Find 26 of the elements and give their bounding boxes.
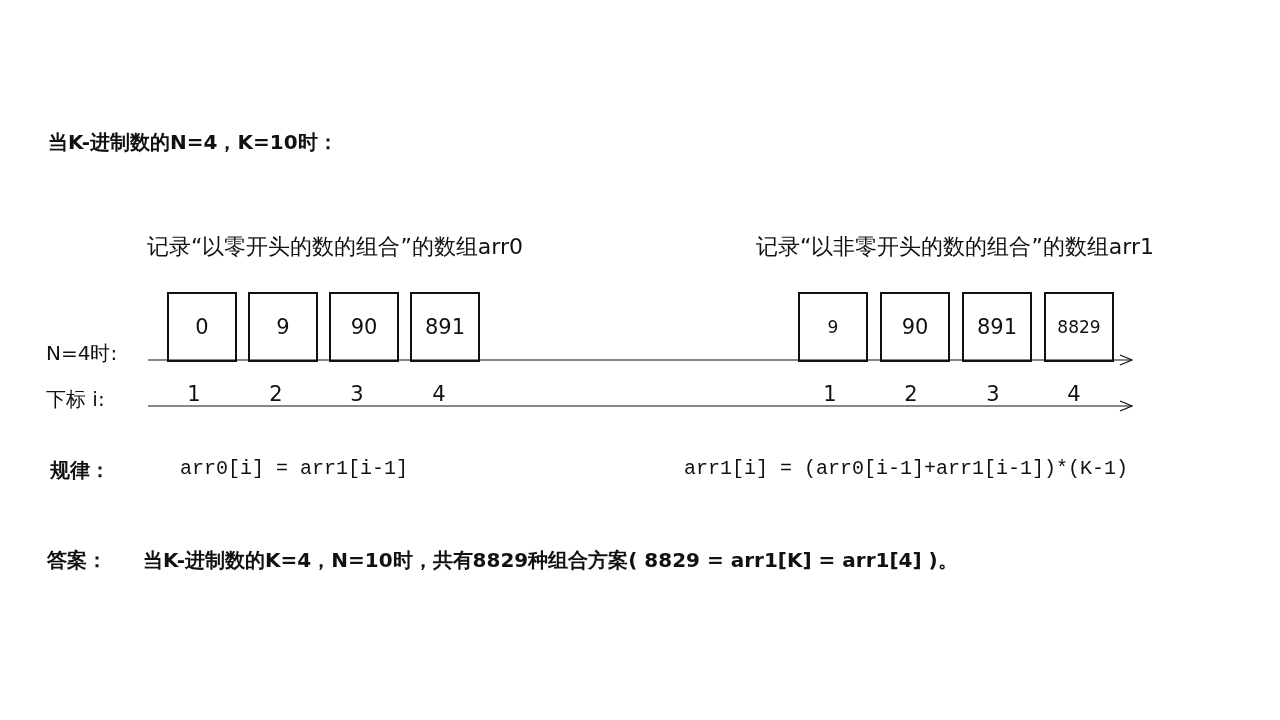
array-cell: 9 <box>248 292 318 362</box>
title: 当K-进制数的N=4，K=10时： <box>48 132 338 152</box>
array-cell: 0 <box>167 292 237 362</box>
formula: arr1[i] = (arr0[i-1]+arr1[i-1])*(K-1) <box>684 459 1129 479</box>
row-label: 下标 i: <box>46 389 105 409</box>
index-number: 1 <box>823 384 837 405</box>
index-number: 4 <box>432 384 446 405</box>
answer-label: 答案： <box>47 550 107 570</box>
array-cell: 90 <box>329 292 399 362</box>
index-number: 3 <box>986 384 1000 405</box>
index-number: 2 <box>904 384 918 405</box>
array-heading: 记录“以零开头的数的组合”的数组arr0 <box>147 236 523 258</box>
array-cell: 891 <box>962 292 1032 362</box>
rule-label: 规律： <box>50 460 110 480</box>
array-cell: 90 <box>880 292 950 362</box>
formula: arr0[i] = arr1[i-1] <box>180 459 409 479</box>
array-heading: 记录“以非零开头的数的组合”的数组arr1 <box>756 236 1154 258</box>
array-cell: 891 <box>410 292 480 362</box>
array-cell: 9 <box>798 292 868 362</box>
index-number: 2 <box>269 384 283 405</box>
index-number: 4 <box>1067 384 1081 405</box>
array-cell: 8829 <box>1044 292 1114 362</box>
row-label: N=4时: <box>46 343 118 363</box>
index-number: 3 <box>350 384 364 405</box>
index-number: 1 <box>187 384 201 405</box>
answer-text: 当K-进制数的K=4，N=10时，共有8829种组合方案( 8829 = arr1[K] = arr1[4] )。 <box>143 550 958 570</box>
